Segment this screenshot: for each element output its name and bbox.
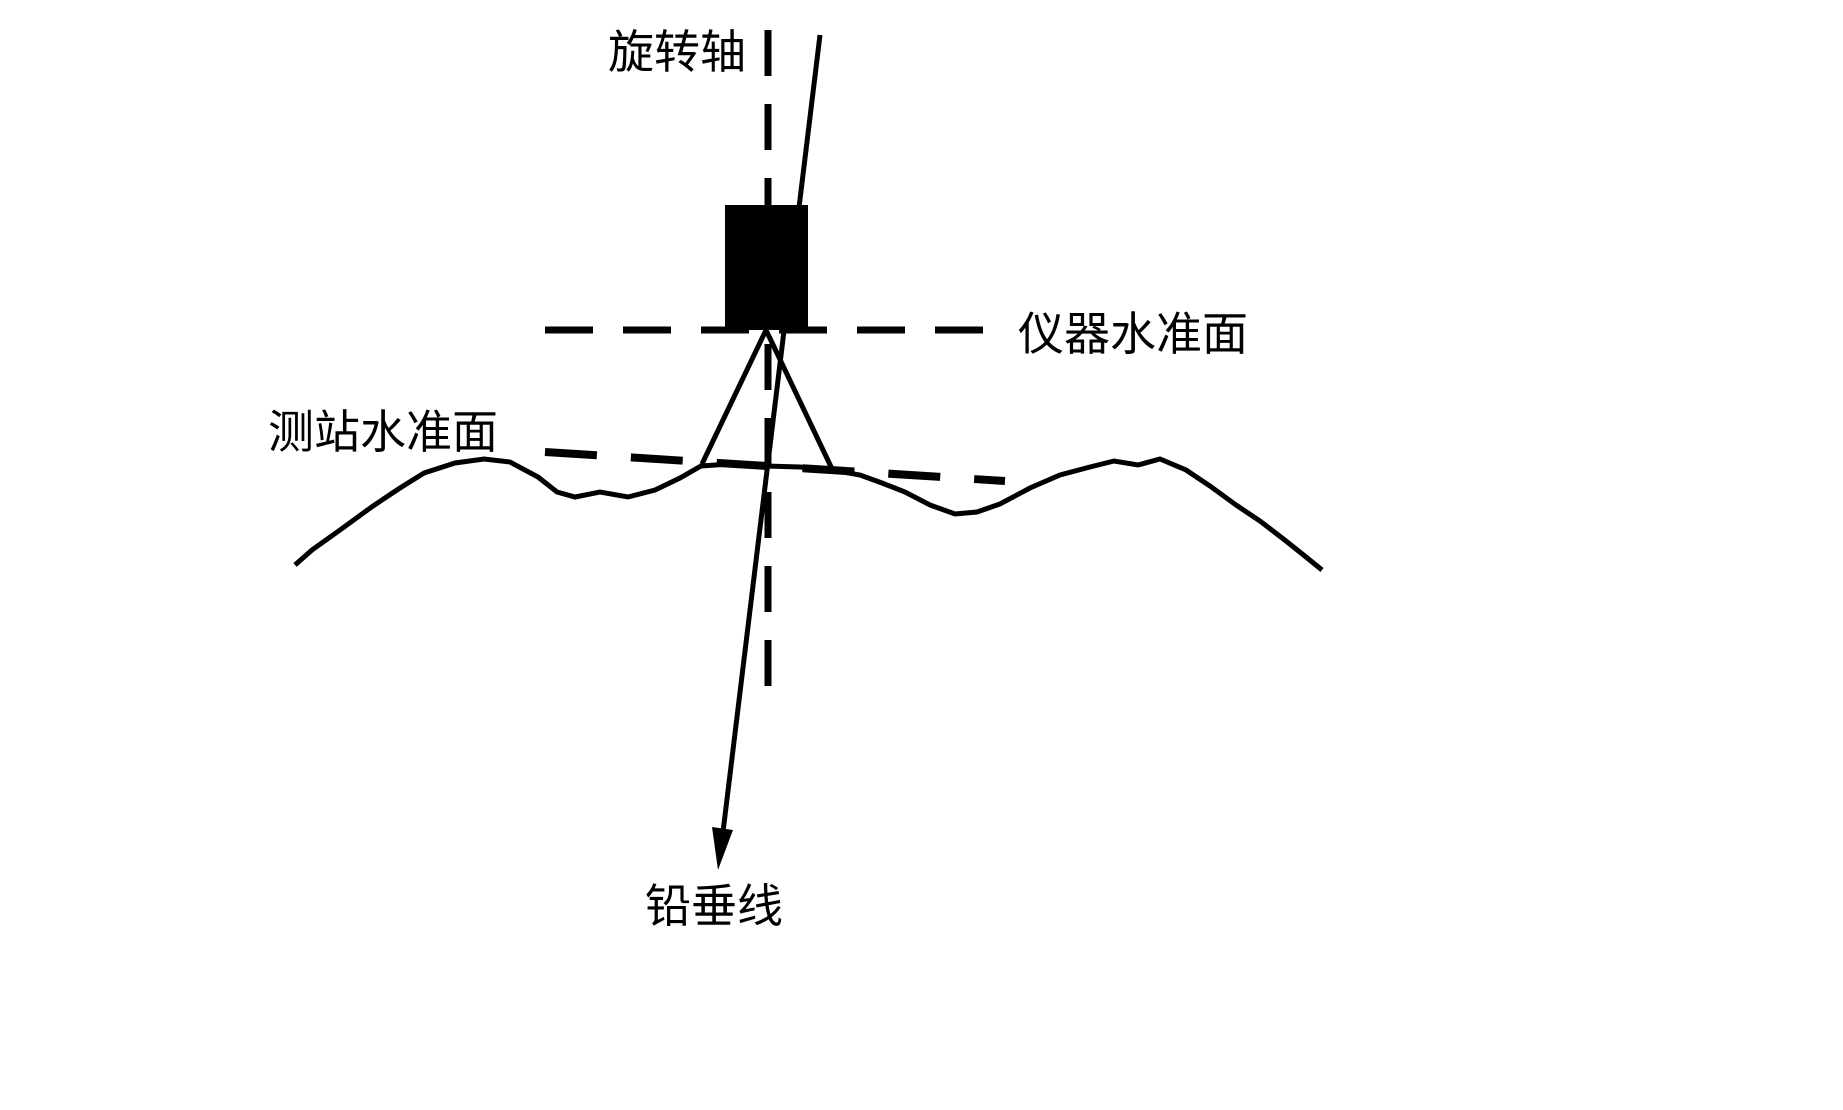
plumb-line-arrowhead [712,827,733,870]
station-level-label: 测站水准面 [268,405,498,459]
tripod-left-leg [699,328,769,466]
rotation-axis-label: 旋转轴 [608,25,746,79]
terrain-line [293,456,1324,572]
tripod-right-leg [763,328,836,473]
instrument-body [725,205,808,330]
station-level-line [544,448,1006,485]
instrument-level-label: 仪器水准面 [1018,307,1248,361]
plumb-line-label: 铅垂线 [645,879,783,933]
plumb-line [720,34,823,833]
